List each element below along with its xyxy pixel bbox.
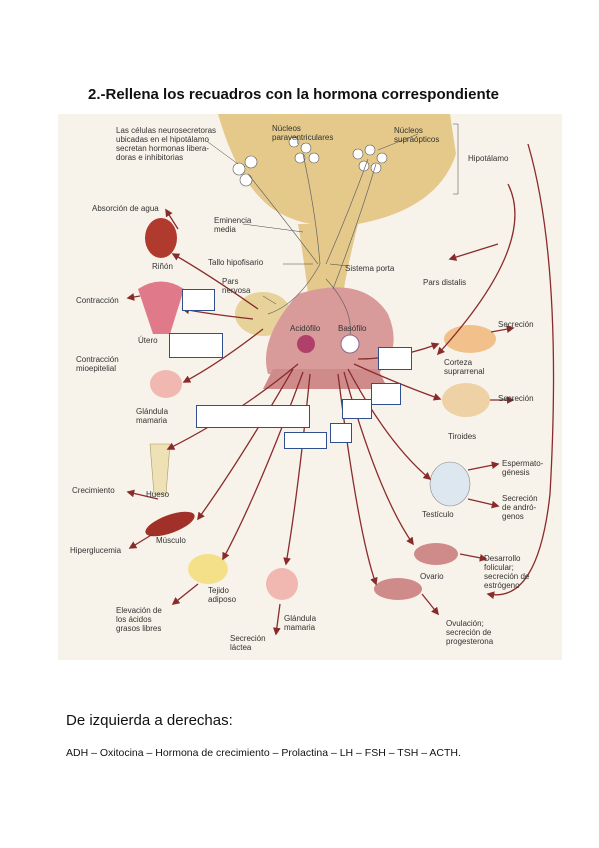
adipose-shape (188, 554, 228, 584)
label-contraccion-mioepitelial: Contracción mioepitelial (76, 355, 119, 373)
answer-list: ADH – Oxitocina – Hormona de crecimiento… (66, 746, 496, 760)
label-rinon: Riñón (152, 262, 173, 271)
testis-shape (429, 461, 471, 507)
label-ovulacion: Ovulación; secreción de progesterona (446, 619, 494, 646)
label-basofilo: Basófilo (338, 324, 367, 333)
label-secrecion-lactea: Secreción láctea (230, 634, 266, 652)
acidophil-cell (297, 335, 315, 353)
label-glandula-mamaria-1: Glándula mamaria (136, 407, 169, 425)
label-pointer-lines (207, 123, 459, 305)
pituitary-diagram: Las células neurosecretoras ubicadas en … (58, 114, 562, 660)
label-elevacion-acidos: Elevación de los ácidos grasos libres (116, 606, 162, 633)
ovary-shape-1 (414, 543, 458, 565)
label-nucleos-supraopticos: Núcleos supraópticos (394, 126, 440, 144)
label-secrecion-androgenos: Secreción de andró- genos (502, 494, 538, 521)
label-pars-distalis: Pars distalis (423, 278, 467, 287)
label-secrecion-1: Secreción (498, 320, 534, 329)
page-title: 2.-Rellena los recuadros con la hormona … (88, 86, 499, 103)
label-secrecion-2: Secreción (498, 394, 534, 403)
label-absorcion-agua: Absorción de agua (92, 204, 159, 213)
pituitary-base (263, 369, 388, 389)
kidney-shape (145, 218, 177, 258)
label-desarrollo-folicular: Desarrollo folicular; secreción de estró… (484, 554, 530, 590)
label-musculo: Músculo (156, 536, 186, 545)
hypothalamus-tissue (218, 114, 456, 227)
answer-box-7[interactable] (371, 383, 401, 405)
mammary-shape-1 (150, 370, 182, 398)
answer-box-2[interactable] (169, 333, 223, 358)
thyroid-shape (442, 383, 490, 417)
answer-box-3[interactable] (196, 405, 310, 428)
mammary-shape-2 (266, 568, 298, 600)
label-utero: Útero (138, 336, 158, 345)
label-sistema-porta: Sistema porta (345, 264, 395, 273)
axon-tracts (247, 153, 377, 345)
muscle-shape (145, 511, 195, 537)
label-crecimiento: Crecimiento (72, 486, 115, 495)
pars-distalis-shape (266, 287, 394, 374)
neuron-clusters (232, 136, 388, 187)
label-eminencia-media: Eminencia media (214, 216, 252, 234)
uterus-shape (138, 281, 184, 334)
label-hipotalamo: Hipotálamo (468, 154, 509, 163)
label-pars-nervosa: Pars nervosa (222, 277, 251, 295)
label-nucleos-paraventriculares: Núcleos paraventriculares (272, 124, 334, 142)
answer-box-1[interactable] (182, 289, 215, 311)
label-celulas: Las células neurosecretoras ubicadas en … (116, 126, 217, 162)
label-tallo-hipofisario: Tallo hipofisario (208, 258, 264, 267)
answer-list-text: ADH – Oxitocina – Hormona de crecimiento… (66, 747, 461, 759)
label-corteza-suprarrenal: Corteza suprarrenal (444, 358, 485, 376)
caption: De izquierda a derechas: (66, 712, 233, 729)
label-espermatogenesis: Espermato- génesis (502, 459, 544, 477)
label-testiculo: Testículo (422, 510, 454, 519)
label-tejido-adiposo: Tejido adiposo (208, 586, 237, 604)
basophil-cell (340, 334, 360, 354)
label-hueso: Hueso (146, 490, 170, 499)
answer-box-6[interactable] (342, 399, 372, 419)
answer-box-4[interactable] (284, 432, 327, 449)
answer-box-8[interactable] (378, 347, 412, 370)
diagram-drawing (126, 114, 555, 636)
label-tiroides: Tiroides (448, 432, 477, 441)
answer-box-5[interactable] (330, 423, 352, 443)
label-glandula-mamaria-2: Glándula mamaria (284, 614, 317, 632)
label-ovario: Ovario (420, 572, 444, 581)
label-acidofilo: Acidófilo (290, 324, 321, 333)
bone-shape (149, 443, 171, 495)
ovary-shape-2 (374, 578, 422, 600)
label-contraccion: Contracción (76, 296, 119, 305)
label-hiperglucemia: Hiperglucemia (70, 546, 122, 555)
